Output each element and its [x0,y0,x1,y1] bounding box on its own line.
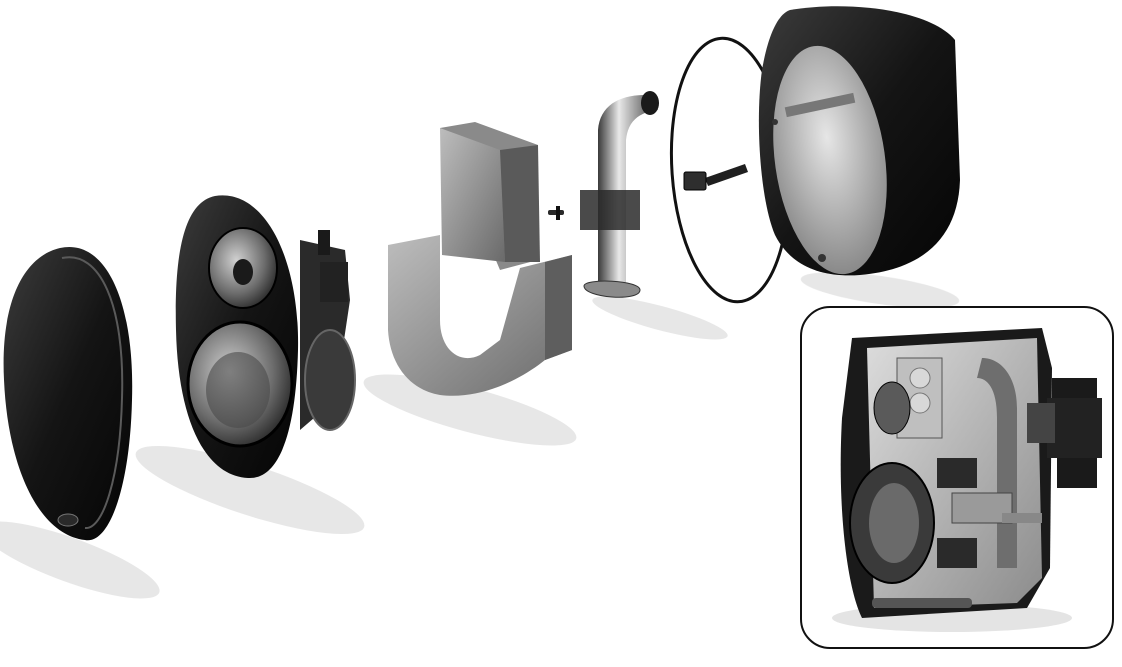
cutaway-section-icon [832,328,1102,632]
shadows [0,272,960,599]
speaker-driver-icon [175,195,356,479]
screw-icon [548,206,564,220]
foam-block-icon [388,122,572,396]
speaker-grille-icon [3,246,133,541]
enclosure-icon [758,6,960,276]
bolt-icon [683,164,748,191]
port-tube-icon [580,91,659,298]
inset-frame [800,306,1114,649]
